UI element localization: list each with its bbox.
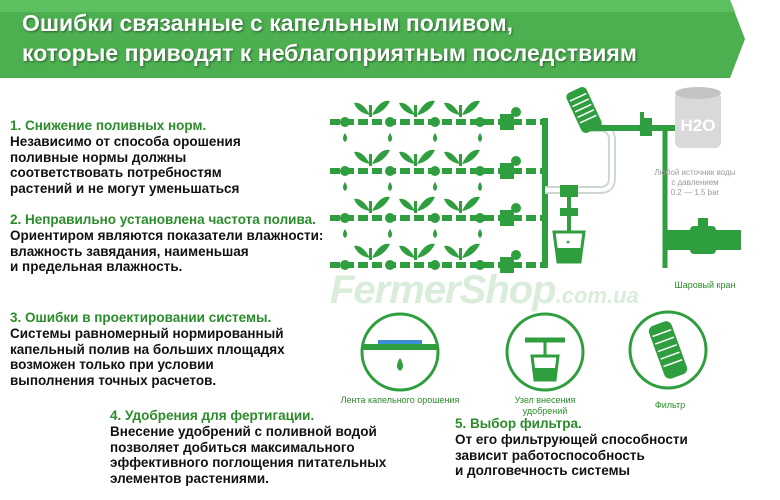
section-body: Системы равномерный нормированный капель… <box>10 326 285 388</box>
title-banner: Ошибки связанные с капельным поливом, ко… <box>0 0 745 78</box>
water-tank-icon: H2O <box>675 87 721 148</box>
watermark-main: FermerShop <box>330 268 557 312</box>
plant-icon <box>399 100 435 117</box>
plant-icon <box>444 196 480 213</box>
section-title: 4. Удобрения для фертигации. <box>110 408 315 423</box>
section-body: Независимо от способа орошения поливные … <box>10 134 241 196</box>
h2o-label: H2O <box>681 116 716 135</box>
plant-icon <box>354 100 390 117</box>
drip-rows <box>330 107 545 273</box>
watermark-suffix: .com.ua <box>555 283 639 308</box>
title-line-1: Ошибки связанные с капельным поливом, <box>22 10 513 36</box>
fertilizer-detail <box>505 312 585 392</box>
fertilizer-unit-label: Узел внесения удобрений <box>514 395 576 416</box>
drip-row <box>330 250 545 273</box>
filter-label: Фильтр <box>654 400 686 410</box>
water-drop-icons <box>343 133 482 238</box>
ball-valve-label: Шаровый кран <box>674 280 736 290</box>
drip-row <box>330 203 545 226</box>
section-4: 4. Удобрения для фертигации. Внесение уд… <box>110 408 386 486</box>
drip-row <box>330 156 545 179</box>
drip-tape-label: Лента капельного орошения <box>340 395 460 405</box>
drip-row <box>330 107 545 130</box>
section-1: 1. Снижение поливных норм. Независимо от… <box>10 118 241 196</box>
section-title: 2. Неправильно установлена частота полив… <box>10 212 316 227</box>
title-line-2: которые приводят к неблагоприятным после… <box>22 40 637 66</box>
plant-icon <box>444 100 480 117</box>
section-title: 3. Ошибки в проектировании системы. <box>10 310 272 325</box>
section-title: 5. Выбор фильтра. <box>455 416 582 431</box>
plant-icon <box>399 196 435 213</box>
section-body: Ориентиром являются показатели влажности… <box>10 228 324 274</box>
plant-icon <box>354 243 390 260</box>
section-3: 3. Ошибки в проектировании системы. Сист… <box>10 310 285 388</box>
plant-icon <box>444 149 480 166</box>
filter-detail <box>628 310 708 390</box>
drip-tape-detail <box>360 312 440 392</box>
plant-icons <box>354 100 480 260</box>
plant-icon <box>399 149 435 166</box>
section-5: 5. Выбор фильтра. От его фильтрующей спо… <box>455 416 688 479</box>
plant-icon <box>354 149 390 166</box>
fertilizer-unit <box>552 185 586 264</box>
section-2: 2. Неправильно установлена частота полив… <box>10 212 323 275</box>
plant-icon <box>399 243 435 260</box>
plant-icon <box>444 243 480 260</box>
plant-icon <box>354 196 390 213</box>
watermark: FermerShop.com.ua <box>330 268 639 313</box>
section-body: Внесение удобрений с поливной водой позв… <box>110 424 387 486</box>
valve-icon <box>640 118 652 136</box>
section-title: 1. Снижение поливных норм. <box>10 118 207 133</box>
ball-valve-icon <box>665 218 741 254</box>
section-body: От его фильтрующей способности зависит р… <box>455 432 688 478</box>
water-source-label: Любой источник воды с давлением 0.2 — 1.… <box>654 168 736 197</box>
filter-icon <box>566 87 602 133</box>
